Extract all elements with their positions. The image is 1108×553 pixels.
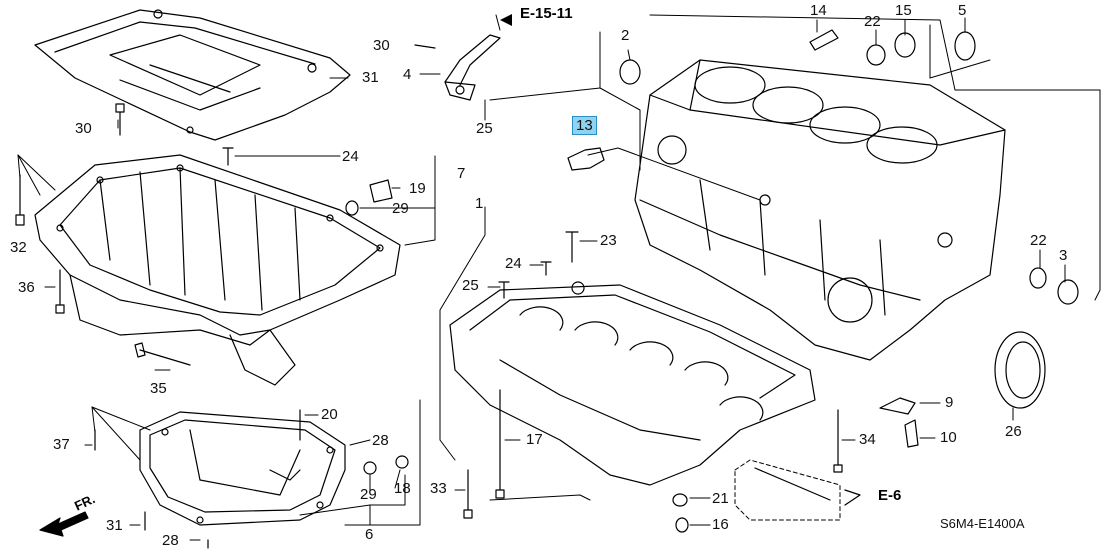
callout-9[interactable]: 9 bbox=[945, 394, 954, 411]
callout-37[interactable]: 37 bbox=[53, 436, 70, 453]
drawing-code: S6M4-E1400A bbox=[940, 516, 1025, 531]
callout-25-b[interactable]: 25 bbox=[462, 277, 479, 294]
callout-6[interactable]: 6 bbox=[365, 526, 374, 543]
callout-35[interactable]: 35 bbox=[150, 380, 167, 397]
oil-pipe bbox=[444, 34, 501, 101]
callout-3[interactable]: 3 bbox=[1059, 247, 1068, 264]
sensor-part bbox=[567, 147, 605, 171]
callout-20[interactable]: 20 bbox=[321, 406, 338, 423]
callout-23[interactable]: 23 bbox=[600, 232, 617, 249]
reference-label-lower[interactable]: E-6 bbox=[878, 487, 902, 504]
callout-19[interactable]: 19 bbox=[409, 180, 426, 197]
callout-8[interactable]: 31 bbox=[362, 69, 379, 86]
callout-7[interactable]: 7 bbox=[457, 165, 466, 182]
front-arrow-icon bbox=[39, 511, 89, 537]
callout-33[interactable]: 33 bbox=[430, 480, 447, 497]
callout-10[interactable]: 10 bbox=[940, 429, 957, 446]
callout-14[interactable]: 14 bbox=[810, 2, 827, 19]
callout-29-b[interactable]: 29 bbox=[360, 486, 377, 503]
lower-oil-pan bbox=[139, 411, 346, 526]
callout-29-a[interactable]: 29 bbox=[392, 200, 409, 217]
upper-oil-pan bbox=[34, 154, 401, 386]
callout-27[interactable]: 25 bbox=[476, 120, 493, 137]
callout-28-b[interactable]: 28 bbox=[162, 532, 179, 549]
callout-22-a[interactable]: 22 bbox=[864, 13, 881, 30]
callout-30-b[interactable]: 30 bbox=[373, 37, 390, 54]
callout-16[interactable]: 16 bbox=[712, 516, 729, 533]
lower-block bbox=[449, 281, 816, 486]
callout-2[interactable]: 2 bbox=[621, 27, 630, 44]
callout-26[interactable]: 26 bbox=[1005, 423, 1022, 440]
callout-24[interactable]: 24 bbox=[342, 148, 359, 165]
callout-21[interactable]: 21 bbox=[712, 490, 729, 507]
callout-17[interactable]: 17 bbox=[526, 431, 543, 448]
callout-28-a[interactable]: 28 bbox=[372, 432, 389, 449]
callout-5[interactable]: 5 bbox=[958, 2, 967, 19]
reference-label-upper[interactable]: E-15-11 bbox=[520, 5, 573, 22]
cylinder-block bbox=[634, 59, 1006, 361]
callout-1[interactable]: 1 bbox=[475, 195, 484, 212]
reference-arrow-upper-icon bbox=[500, 14, 512, 26]
callout-15[interactable]: 15 bbox=[895, 2, 912, 19]
callout-25-a[interactable]: 24 bbox=[505, 255, 522, 272]
callout-31[interactable]: 31 bbox=[106, 517, 123, 534]
callout-36[interactable]: 36 bbox=[18, 279, 35, 296]
callout-34[interactable]: 34 bbox=[859, 431, 876, 448]
callout-30-a[interactable]: 30 bbox=[75, 120, 92, 137]
callout-22-b[interactable]: 22 bbox=[1030, 232, 1047, 249]
callout-32[interactable]: 32 bbox=[10, 239, 27, 256]
callout-18[interactable]: 18 bbox=[394, 480, 411, 497]
oil-seal bbox=[994, 331, 1046, 409]
leader-lines bbox=[17, 14, 1101, 541]
callout-13-highlighted[interactable]: 13 bbox=[572, 116, 597, 135]
bolts bbox=[15, 44, 843, 549]
callout-4[interactable]: 4 bbox=[403, 66, 412, 83]
small-parts bbox=[345, 29, 1079, 533]
oil-baffle-plate bbox=[34, 9, 351, 141]
